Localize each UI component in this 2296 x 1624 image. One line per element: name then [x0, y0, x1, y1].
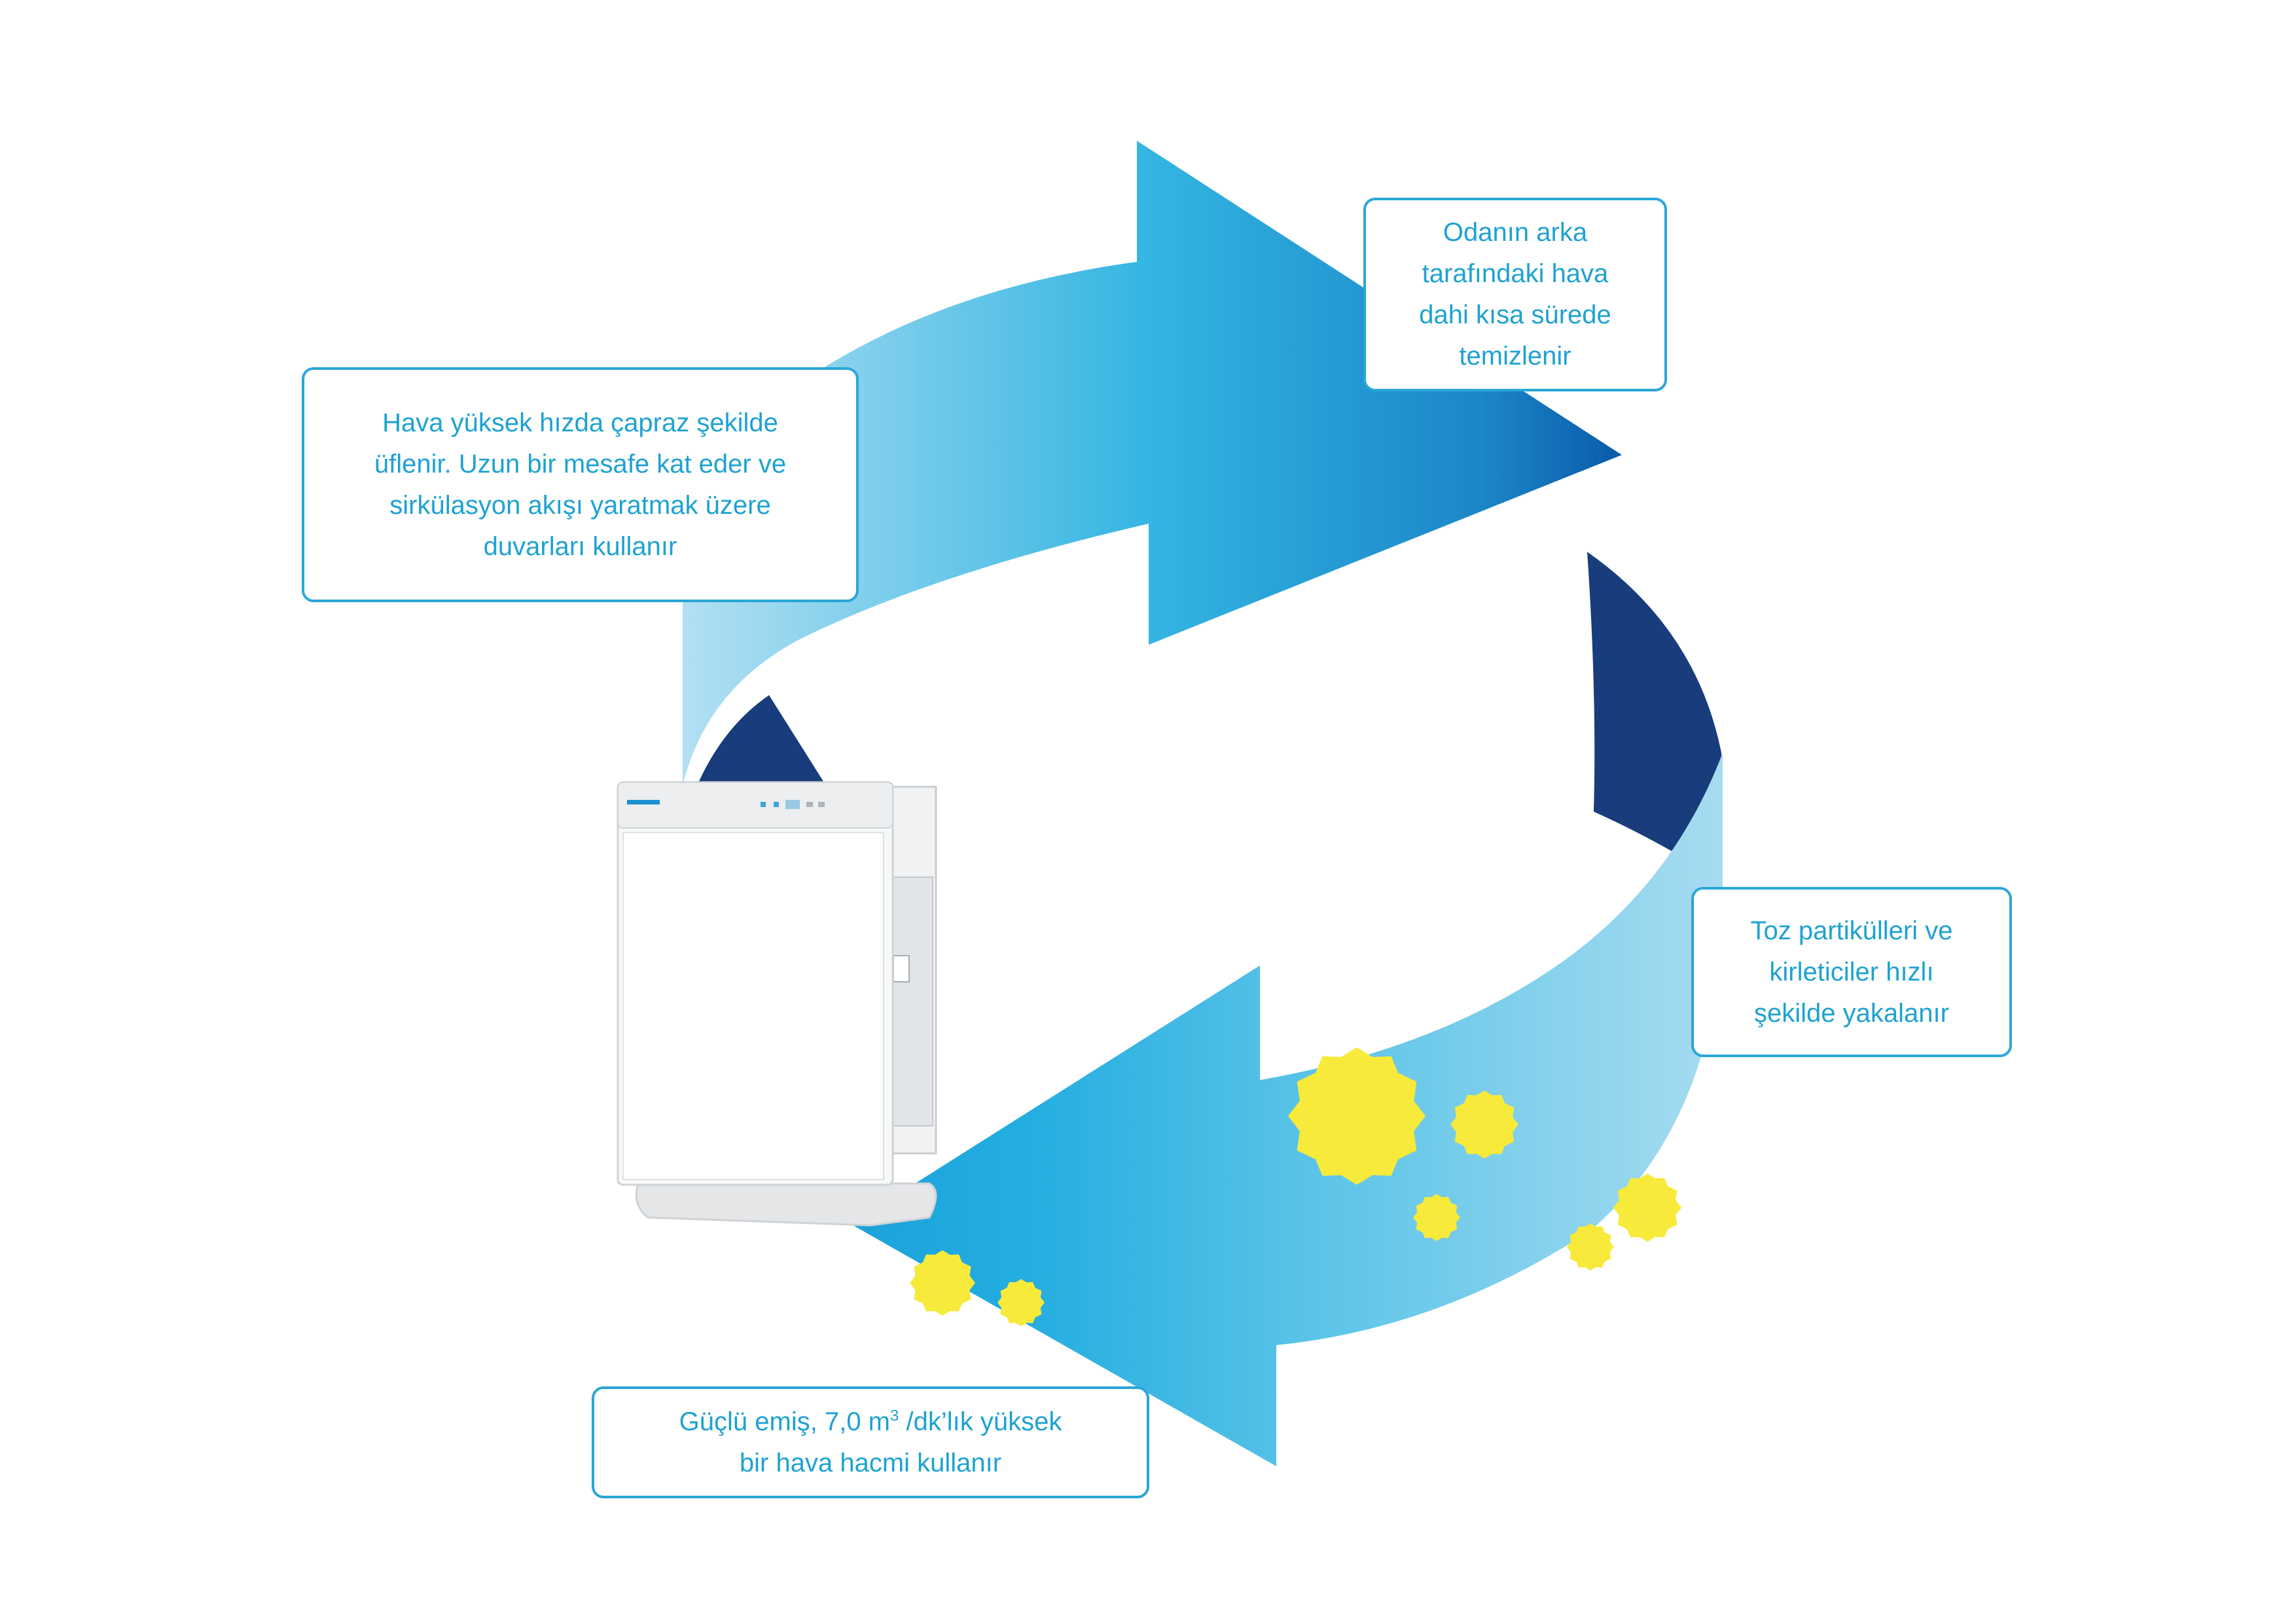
callout-particles-captured: Toz partikülleri ve kirleticiler hızlı ş… — [1691, 887, 2012, 1057]
callout-strong-suction: Güçlü emiş, 7,0 m3 /dk’lık yüksek bir ha… — [592, 1386, 1149, 1498]
arrow-right-band — [1587, 552, 1721, 880]
arrow-bottom — [851, 753, 1723, 1466]
superscript: 3 — [890, 1407, 899, 1425]
callout-line: Hava yüksek hızda çapraz şekilde — [382, 408, 778, 437]
callout-line: şekilde yakalanır — [1754, 998, 1949, 1028]
callout-line: tarafındaki hava — [1422, 259, 1609, 288]
callout-line: duvarları kullanır — [483, 532, 677, 561]
callout-line: bir hava hacmi kullanır — [739, 1448, 1002, 1477]
callout-line: sirkülasyon akışı yaratmak üzere — [389, 490, 771, 520]
callout-line: Odanın arka — [1443, 218, 1588, 247]
callout-line: Toz partikülleri ve — [1750, 916, 1953, 945]
inner-swirl-top-left — [697, 695, 826, 785]
callout-cross-blow: Hava yüksek hızda çapraz şekilde üflenir… — [302, 367, 859, 602]
callout-line: Güçlü emiş, 7,0 m3 /dk’lık yüksek — [679, 1401, 1062, 1443]
callout-line: dahi kısa sürede — [1419, 300, 1611, 329]
callout-text: Güçlü emiş, 7,0 m — [679, 1407, 890, 1436]
callout-text: /dk’lık yüksek — [899, 1407, 1062, 1436]
callout-line: üflenir. Uzun bir mesafe kat eder ve — [374, 449, 787, 478]
arrow-top — [683, 141, 1622, 785]
callout-line: temizlenir — [1459, 342, 1571, 370]
callout-line: kirleticiler hızlı — [1769, 957, 1934, 986]
callout-back-of-room: Odanın arka tarafındaki hava dahi kısa s… — [1363, 198, 1667, 391]
air-purifier-icon — [617, 781, 937, 1227]
